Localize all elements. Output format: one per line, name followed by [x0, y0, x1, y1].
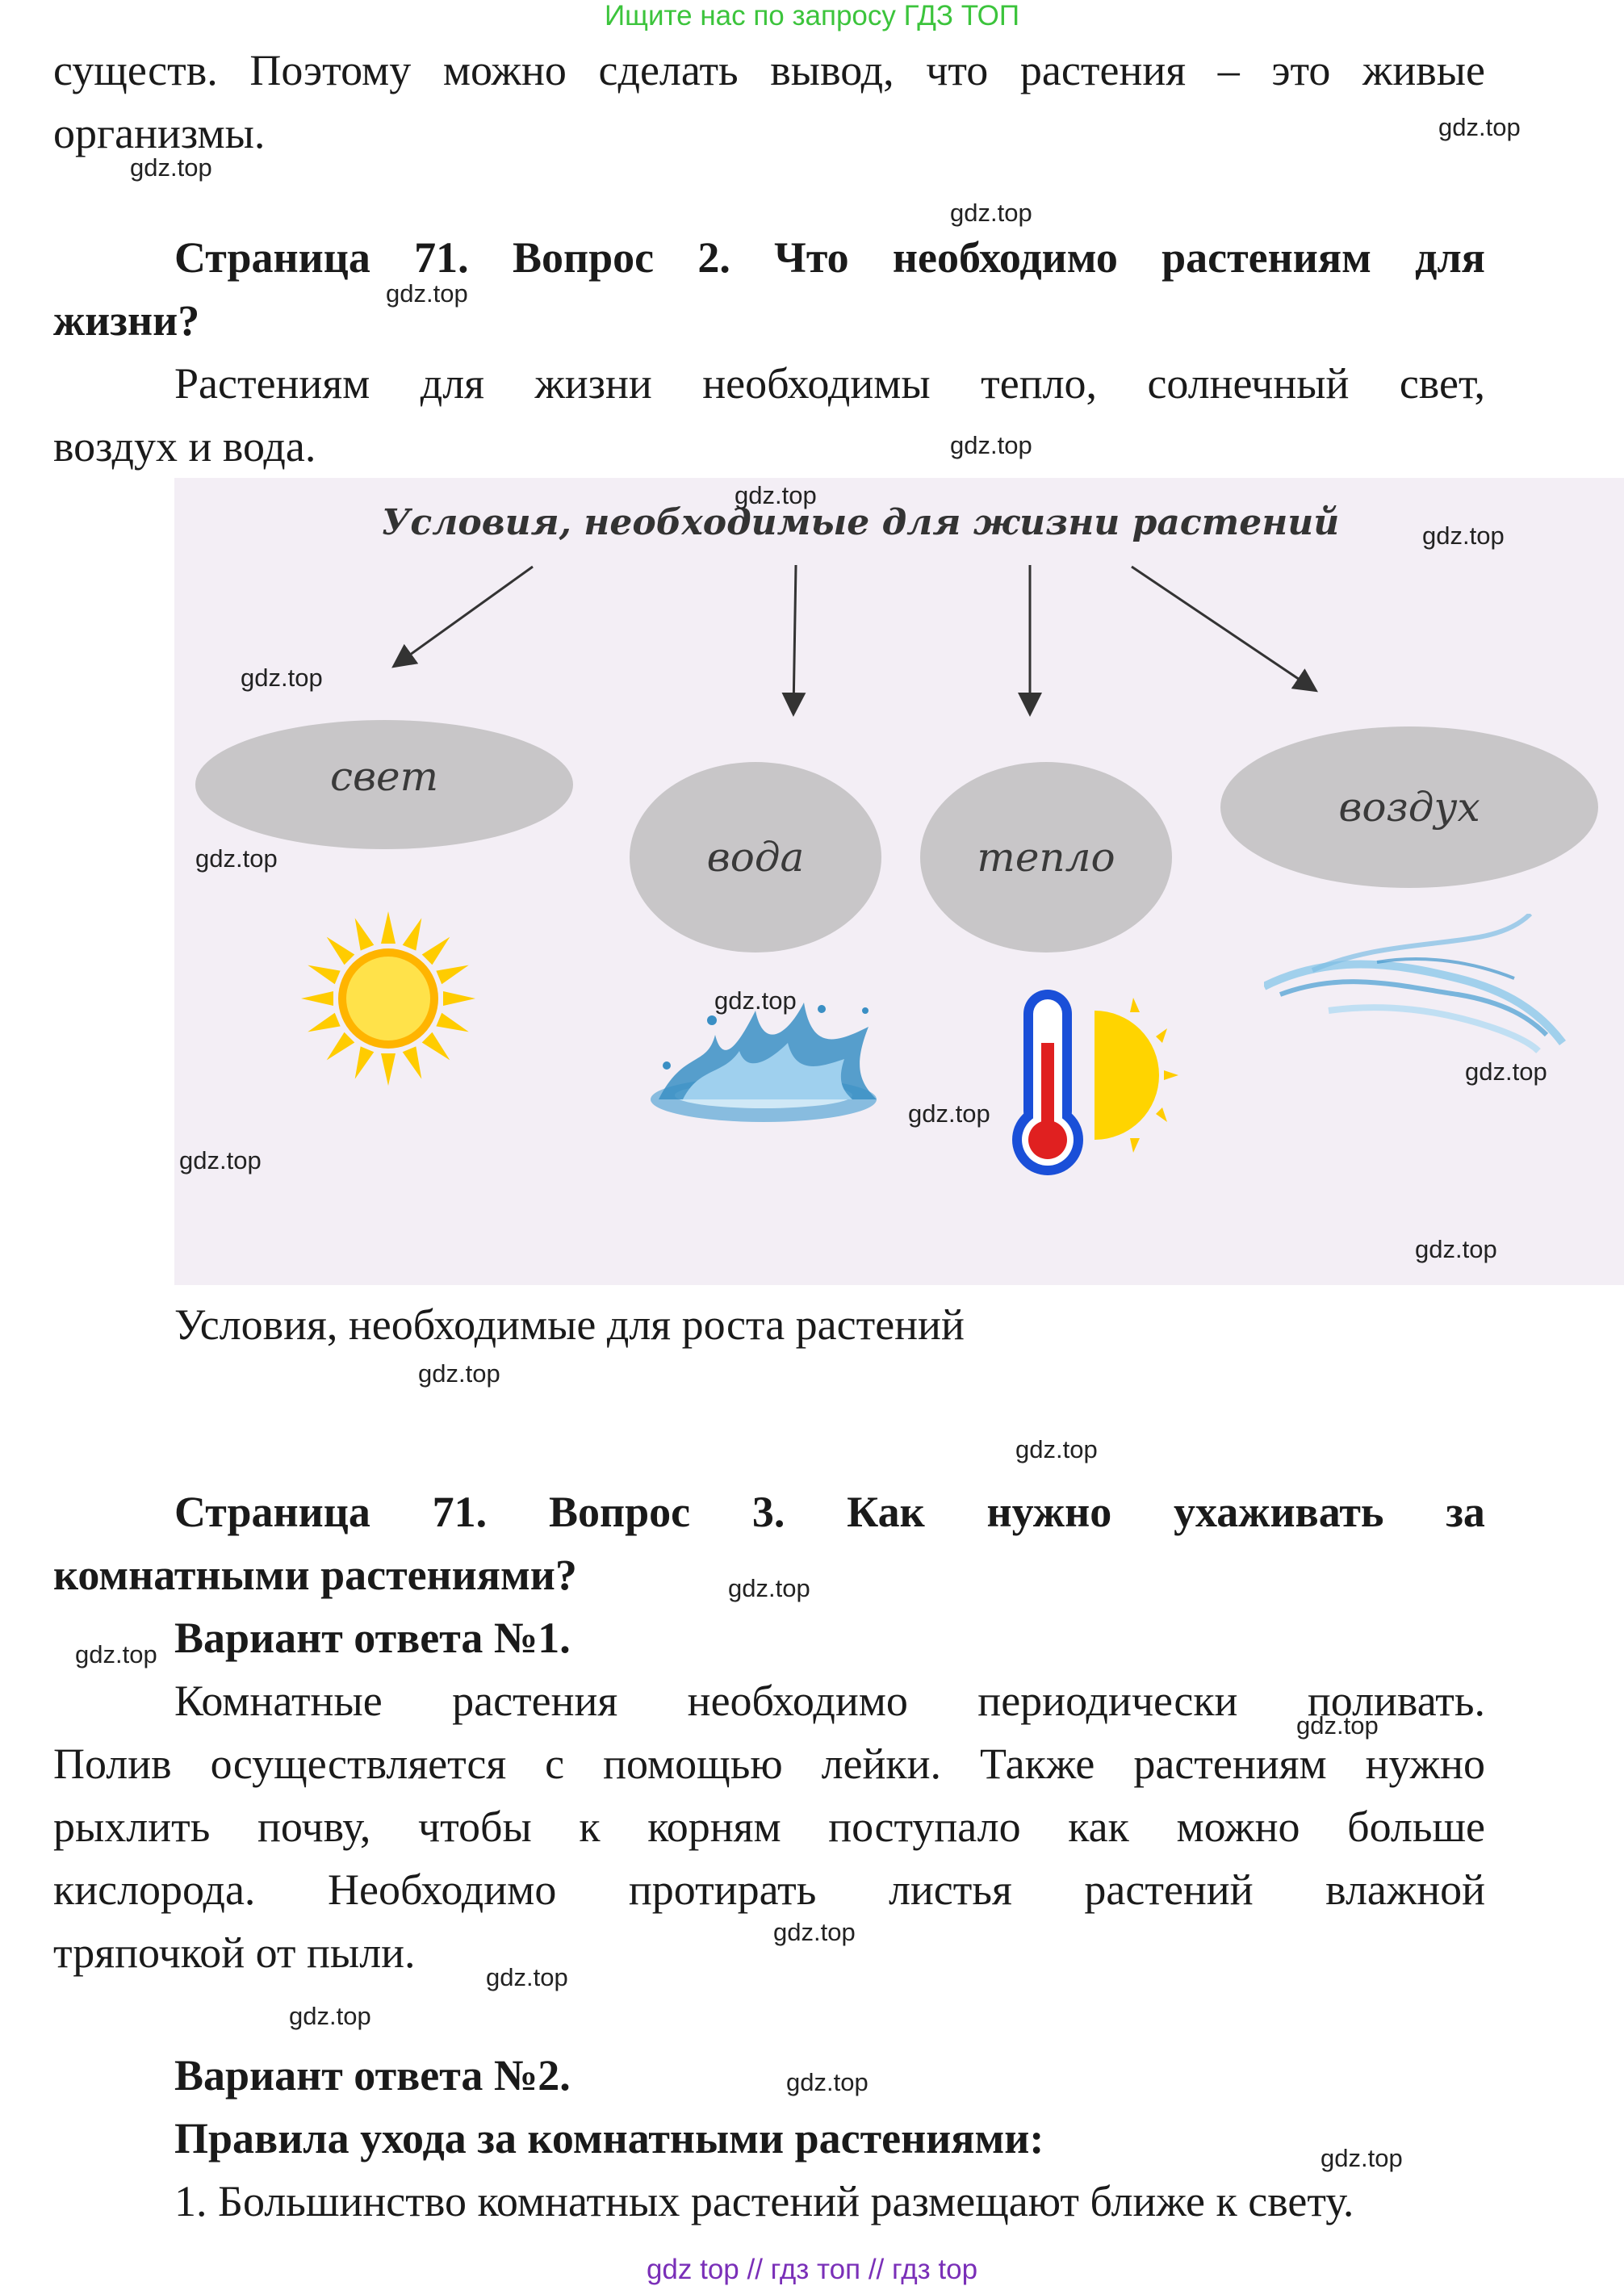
variant1-title: Вариант ответа №1. [174, 1614, 571, 1662]
sun-icon [301, 911, 475, 1086]
q3-word: 71. [432, 1488, 488, 1536]
watermark: gdz.top [950, 431, 1032, 459]
ellipse-warmth-label: тепло [977, 834, 1115, 881]
watermark: gdz.top [773, 1918, 856, 1946]
diagram-arrows [391, 564, 1318, 717]
variant1-line-5: тряпочкой от пыли. [53, 1928, 416, 1977]
watermark: gdz.top [130, 153, 212, 182]
footer-link[interactable]: gdz top // гдз топ // гдз top [646, 2254, 978, 2285]
figure-caption: Условия, необходимые для роста растений [174, 1300, 965, 1349]
variant1-line-2: Полив осуществляется с помощью лейки. Та… [53, 1740, 1485, 1788]
q3-word: ухаживать [1174, 1488, 1384, 1536]
water-splash-icon [651, 1003, 877, 1122]
watermark: gdz.top [179, 1146, 262, 1174]
q3-word: Вопрос [548, 1488, 691, 1536]
diagram-title: Условия, необходимые для жизни растений [381, 502, 1340, 543]
watermark: gdz.top [908, 1099, 990, 1128]
variant1-line-3: рыхлить почву, чтобы к корням поступало … [53, 1802, 1485, 1851]
watermark: gdz.top [1438, 113, 1521, 141]
watermark: gdz.top [1321, 2144, 1403, 2172]
plant-conditions-diagram: Условия, необходимые для жизни растений … [174, 478, 1624, 1285]
arrow-to-water [781, 564, 806, 717]
watermark: gdz.top [289, 2002, 371, 2030]
variant1-line-4: кислорода. Необходимо протирать листья р… [53, 1865, 1485, 1914]
ellipse-warmth: тепло [920, 762, 1172, 952]
ellipse-light: свет [195, 720, 573, 849]
watermark: gdz.top [786, 2068, 869, 2096]
q3-word: 3. [751, 1488, 785, 1536]
thermometer-sun-icon [1012, 990, 1178, 1175]
watermark: gdz.top [728, 1574, 810, 1602]
watermark: gdz.top [241, 664, 323, 692]
variant2-title: Вариант ответа №2. [174, 2051, 571, 2100]
watermark: gdz.top [75, 1640, 157, 1668]
ellipse-water-label: вода [706, 834, 805, 881]
q3-heading-line-1: Страница 71. Вопрос 3. Как нужно ухажива… [53, 1480, 1485, 1543]
q2-heading-line-2: жизни? [53, 296, 200, 345]
arrow-to-air [1131, 565, 1318, 693]
ellipse-air-label: воздух [1338, 784, 1480, 831]
q2-heading: Страница 71. Вопрос 2. Что необходимо ра… [53, 226, 1485, 352]
arrow-to-light [391, 565, 534, 668]
watermark: gdz.top [486, 1963, 568, 1991]
variant1-line-1: Комнатные растения необходимо периодичес… [174, 1677, 1485, 1725]
q3-word: нужно [986, 1488, 1112, 1536]
q3-word: за [1446, 1488, 1485, 1536]
q3-word: Как [847, 1488, 925, 1536]
watermark: gdz.top [1422, 521, 1505, 550]
rules-title: Правила ухода за комнатными растениями: [174, 2114, 1044, 2162]
watermark: gdz.top [386, 279, 468, 308]
wind-icon [1264, 914, 1566, 1053]
intro-paragraph: существ. Поэтому можно сделать вывод, чт… [53, 39, 1485, 165]
ellipse-air: воздух [1220, 726, 1598, 888]
watermark: gdz.top [1296, 1711, 1379, 1740]
watermark: gdz.top [418, 1359, 500, 1388]
watermark: gdz.top [1465, 1057, 1547, 1086]
watermark: gdz.top [735, 481, 817, 509]
intro-line-1: существ. Поэтому можно сделать вывод, чт… [53, 46, 1485, 94]
q2-heading-line-1: Страница 71. Вопрос 2. Что необходимо ра… [174, 233, 1485, 282]
watermark: gdz.top [714, 986, 797, 1015]
variant1-title-block: Вариант ответа №1. [53, 1606, 1485, 1669]
q2-answer-line-1: Растениям для жизни необходимы тепло, со… [174, 359, 1485, 408]
rule-1: 1. Большинство комнатных растений размещ… [174, 2177, 1354, 2225]
ellipse-water: вода [630, 762, 881, 952]
q2-answer: Растениям для жизни необходимы тепло, со… [53, 352, 1485, 478]
intro-line-2: организмы. [53, 109, 266, 157]
q3-heading-line-2: комнатными растениями? [53, 1551, 577, 1599]
top-banner[interactable]: Ищите нас по запросу ГДЗ ТОП [605, 0, 1019, 31]
q3-heading: Страница 71. Вопрос 3. Как нужно ухажива… [53, 1480, 1485, 1606]
q3-word: Страница [174, 1488, 370, 1536]
watermark: gdz.top [195, 844, 278, 873]
variant1-text: Комнатные растения необходимо периодичес… [53, 1669, 1485, 1984]
watermark: gdz.top [950, 199, 1032, 227]
rules-list: 1. Большинство комнатных растений размещ… [53, 2170, 1485, 2233]
q2-answer-line-2: воздух и вода. [53, 422, 316, 471]
watermark: gdz.top [1015, 1435, 1098, 1463]
ellipse-light-label: свет [329, 753, 439, 800]
watermark: gdz.top [1415, 1235, 1497, 1263]
variant2-block: Вариант ответа №2. Правила ухода за комн… [53, 2044, 1485, 2170]
